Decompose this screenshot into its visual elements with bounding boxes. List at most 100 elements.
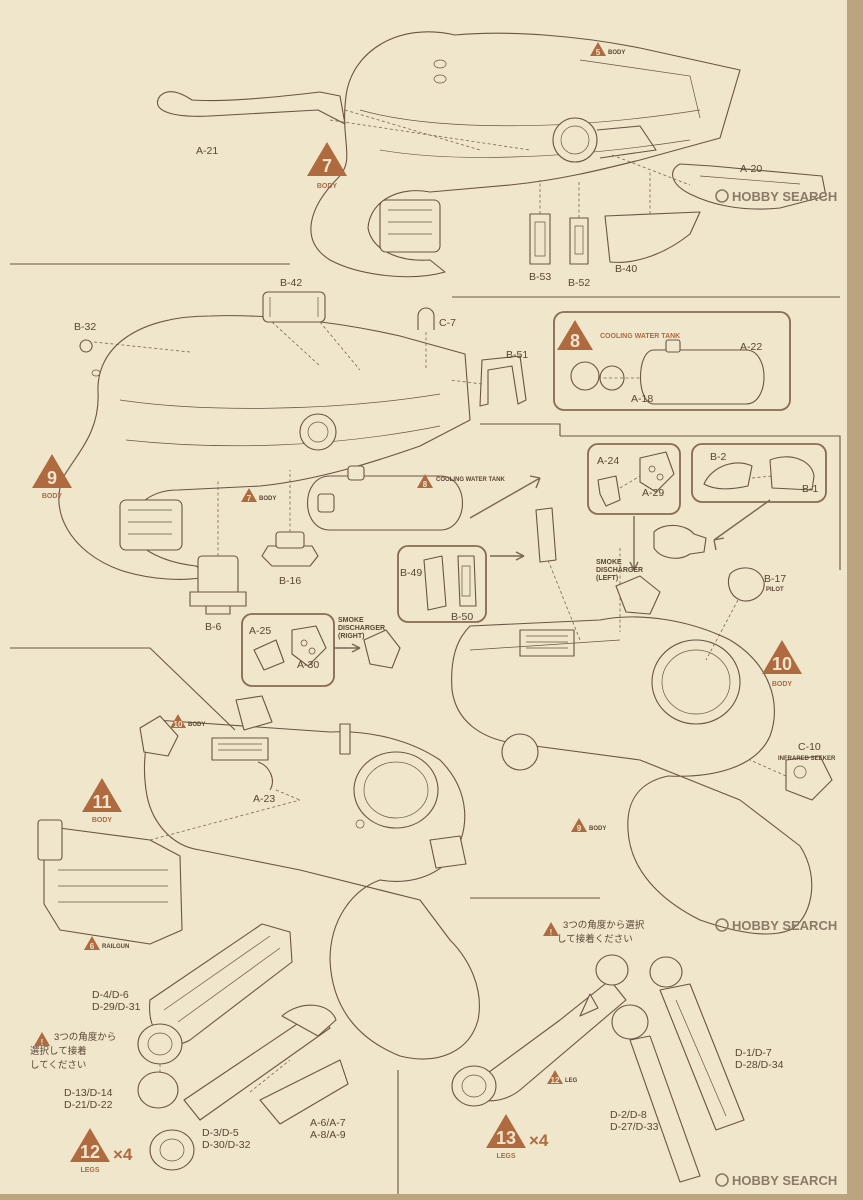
ref-7-body: 7 BODY bbox=[241, 488, 276, 503]
step-10-drawing bbox=[451, 499, 833, 935]
step-13-badge: 13 ×4 LEGS bbox=[486, 1114, 549, 1160]
svg-text:A-24: A-24 bbox=[597, 455, 619, 467]
step-9-drawing bbox=[58, 291, 541, 615]
svg-text:D-4/D-6: D-4/D-6 bbox=[92, 989, 129, 1001]
svg-text:10: 10 bbox=[174, 720, 183, 729]
svg-text:6: 6 bbox=[90, 942, 95, 951]
svg-text:HOBBY SEARCH: HOBBY SEARCH bbox=[732, 918, 837, 933]
svg-text:10: 10 bbox=[772, 654, 792, 674]
svg-text:7: 7 bbox=[247, 494, 252, 503]
svg-text:して接着ください: して接着ください bbox=[557, 933, 633, 945]
svg-text:B-2: B-2 bbox=[710, 451, 727, 463]
svg-text:A-23: A-23 bbox=[253, 793, 275, 805]
svg-text:B-42: B-42 bbox=[280, 277, 302, 289]
seeker-box bbox=[691, 443, 827, 503]
step-8-box bbox=[553, 311, 791, 411]
svg-text:PILOT: PILOT bbox=[766, 587, 784, 593]
svg-text:BODY: BODY bbox=[188, 722, 205, 728]
svg-text:SMOKE: SMOKE bbox=[338, 617, 364, 624]
svg-text:LEGS: LEGS bbox=[80, 1167, 99, 1174]
svg-text:A-6/A-7: A-6/A-7 bbox=[310, 1117, 346, 1129]
ref-8-tank: 8 COOLING WATER TANK bbox=[417, 474, 505, 489]
svg-text:D-30/D-32: D-30/D-32 bbox=[202, 1139, 251, 1151]
svg-text:D-27/D-33: D-27/D-33 bbox=[610, 1121, 659, 1133]
angle-note-13: ! 3つの角度から選択 して接着ください bbox=[543, 919, 645, 945]
svg-text:B-49: B-49 bbox=[400, 567, 422, 579]
svg-text:INFRARED SEEKER: INFRARED SEEKER bbox=[778, 756, 836, 762]
svg-text:B-16: B-16 bbox=[279, 575, 301, 587]
svg-text:(RIGHT): (RIGHT) bbox=[338, 633, 364, 640]
watermark-top: HOBBY SEARCH bbox=[715, 189, 837, 204]
svg-text:A-22: A-22 bbox=[740, 341, 762, 353]
svg-text:A-21: A-21 bbox=[196, 145, 218, 157]
svg-text:B-53: B-53 bbox=[529, 271, 551, 283]
angle-note-12: ! 3つの角度から 選択して接着 してください bbox=[30, 1031, 116, 1071]
svg-text:DISCHARGER: DISCHARGER bbox=[338, 625, 385, 632]
svg-text:!: ! bbox=[41, 1038, 44, 1047]
step-7-badge: 7 BODY bbox=[307, 142, 347, 190]
svg-text:×4: ×4 bbox=[113, 1145, 133, 1164]
ref-9-body: 9 BODY bbox=[571, 818, 606, 833]
svg-text:BODY: BODY bbox=[42, 493, 63, 500]
step-8-badge: 8 COOLING WATER TANK bbox=[557, 320, 680, 351]
svg-text:D-3/D-5: D-3/D-5 bbox=[202, 1127, 239, 1139]
svg-text:COOLING WATER TANK: COOLING WATER TANK bbox=[436, 477, 505, 483]
svg-text:9: 9 bbox=[577, 824, 582, 833]
svg-text:B-40: B-40 bbox=[615, 263, 637, 275]
ref-6-railgun: 6 RAILGUN bbox=[84, 936, 129, 951]
svg-text:D-2/D-8: D-2/D-8 bbox=[610, 1109, 647, 1121]
svg-text:×4: ×4 bbox=[529, 1131, 549, 1150]
step-13-drawing bbox=[451, 954, 745, 1183]
step-10-badge: 10 BODY bbox=[762, 640, 802, 688]
svg-text:HOBBY SEARCH: HOBBY SEARCH bbox=[732, 189, 837, 204]
svg-text:SMOKE: SMOKE bbox=[596, 559, 622, 566]
svg-text:LEG: LEG bbox=[565, 1078, 578, 1084]
svg-text:BODY: BODY bbox=[92, 817, 113, 824]
svg-text:A-18: A-18 bbox=[631, 393, 653, 405]
svg-text:A-30: A-30 bbox=[297, 659, 319, 671]
svg-text:RAILGUN: RAILGUN bbox=[102, 944, 129, 950]
ref-5-body: 5 BODY bbox=[590, 42, 625, 57]
svg-text:!: ! bbox=[550, 928, 553, 937]
svg-text:D-1/D-7: D-1/D-7 bbox=[735, 1047, 772, 1059]
svg-text:B-17: B-17 bbox=[764, 573, 786, 585]
svg-text:9: 9 bbox=[47, 468, 57, 488]
svg-text:BODY: BODY bbox=[608, 50, 625, 56]
svg-text:B-50: B-50 bbox=[451, 611, 473, 623]
svg-text:A-8/A-9: A-8/A-9 bbox=[310, 1129, 346, 1141]
svg-text:選択して接着: 選択して接着 bbox=[30, 1045, 87, 1057]
smoke-left-box bbox=[587, 443, 681, 515]
part-labels: A-21 A-20 B-53 B-52 B-40 B-42 B-32 C-7 B… bbox=[64, 145, 836, 1151]
svg-text:BODY: BODY bbox=[317, 183, 338, 190]
svg-text:5: 5 bbox=[596, 48, 601, 57]
svg-text:11: 11 bbox=[92, 792, 111, 812]
svg-text:BODY: BODY bbox=[772, 681, 793, 688]
svg-text:DISCHARGER: DISCHARGER bbox=[596, 567, 643, 574]
svg-text:3つの角度から: 3つの角度から bbox=[54, 1031, 116, 1043]
step-12-drawing bbox=[137, 923, 349, 1171]
svg-text:D-21/D-22: D-21/D-22 bbox=[64, 1099, 113, 1111]
svg-text:(LEFT): (LEFT) bbox=[596, 575, 618, 582]
step-11-drawing bbox=[37, 695, 480, 1060]
b49-b50-box bbox=[397, 545, 487, 623]
step-11-badge: 11 BODY bbox=[82, 778, 122, 824]
svg-text:D-29/D-31: D-29/D-31 bbox=[92, 1001, 141, 1013]
svg-text:C-10: C-10 bbox=[798, 741, 821, 753]
svg-text:してください: してください bbox=[30, 1060, 86, 1071]
svg-text:BODY: BODY bbox=[259, 496, 276, 502]
ref-10-body: 10 BODY bbox=[170, 714, 205, 729]
svg-text:A-29: A-29 bbox=[642, 487, 664, 499]
smoke-right-box bbox=[241, 613, 401, 687]
watermark-bottom: HOBBY SEARCH bbox=[715, 1173, 837, 1188]
svg-text:B-32: B-32 bbox=[74, 321, 96, 333]
svg-text:BODY: BODY bbox=[589, 826, 606, 832]
svg-text:8: 8 bbox=[423, 480, 428, 489]
ref-12-leg: 12 LEG bbox=[547, 1070, 578, 1085]
svg-text:A-25: A-25 bbox=[249, 625, 271, 637]
assembly-diagram: 7 BODY 8 COOLING WATER TANK 9 BODY 10 BO… bbox=[10, 31, 841, 1194]
svg-text:HOBBY SEARCH: HOBBY SEARCH bbox=[732, 1173, 837, 1188]
svg-text:A-20: A-20 bbox=[740, 163, 762, 175]
svg-text:B-1: B-1 bbox=[802, 483, 819, 495]
watermark-middle: HOBBY SEARCH bbox=[715, 918, 837, 933]
